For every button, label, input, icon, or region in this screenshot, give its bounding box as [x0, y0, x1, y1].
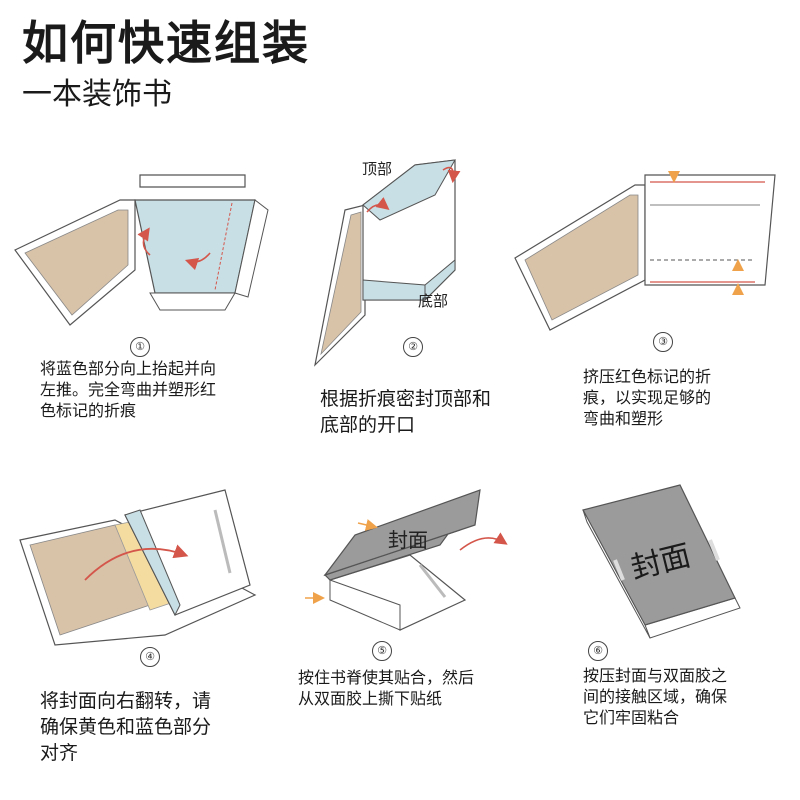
step-2-caption: 根据折痕密封顶部和 底部的开口 — [320, 388, 492, 436]
peel-arrow-icon — [459, 532, 508, 551]
cover-label: 封面 — [388, 528, 428, 552]
step-2-number: ② — [403, 337, 423, 357]
page-subtitle: 一本装饰书 — [22, 77, 172, 112]
label-bottom: 底部 — [418, 292, 449, 310]
top-seal-arrow-icon — [366, 197, 390, 213]
step-5-illustration — [305, 489, 508, 631]
label-top: 顶部 — [362, 160, 393, 178]
blue-box-part — [134, 174, 269, 311]
step-5-caption: 按住书脊使其贴合，然后 从双面胶上撕下贴纸 — [298, 668, 475, 708]
step-3-number: ③ — [653, 332, 673, 352]
step-3-caption: 挤压红色标记的折 痕，以实现足够的 弯曲和塑形 — [583, 367, 712, 428]
push-arrow-icon — [184, 252, 211, 271]
step-5-number: ⑤ — [372, 641, 392, 661]
cover-panel — [514, 184, 646, 331]
step-2-illustration — [314, 159, 461, 367]
page-title: 如何快速组装 — [22, 16, 310, 70]
cover-panel — [14, 199, 136, 326]
hold-arrow-icon — [357, 519, 378, 531]
step-6-number: ⑥ — [588, 641, 608, 661]
step-3-illustration — [514, 171, 776, 331]
step-4-illustration — [19, 489, 257, 646]
step-6-illustration — [582, 484, 741, 639]
step-1-number: ① — [130, 337, 150, 357]
step-4-caption: 将封面向右翻转，请 确保黄色和蓝色部分 对齐 — [40, 690, 212, 764]
press-marks — [613, 539, 720, 581]
step-4-number: ④ — [140, 647, 160, 667]
step-1-illustration — [14, 174, 269, 326]
box-part — [644, 174, 776, 286]
flip-arrow-icon — [84, 544, 189, 581]
step-1-caption: 将蓝色部分向上抬起并向 左推。完全弯曲并塑形红 色标记的折痕 — [40, 359, 217, 420]
step-6-caption: 按压封面与双面胶之 间的接触区域，确保 它们牢固粘合 — [583, 666, 728, 727]
closed-book — [582, 484, 741, 639]
side-panel — [314, 204, 366, 367]
book-block — [328, 554, 467, 631]
fold-arrow-icon — [137, 227, 151, 256]
closed-box — [362, 159, 456, 302]
top-fold-arrow-icon — [442, 166, 461, 184]
